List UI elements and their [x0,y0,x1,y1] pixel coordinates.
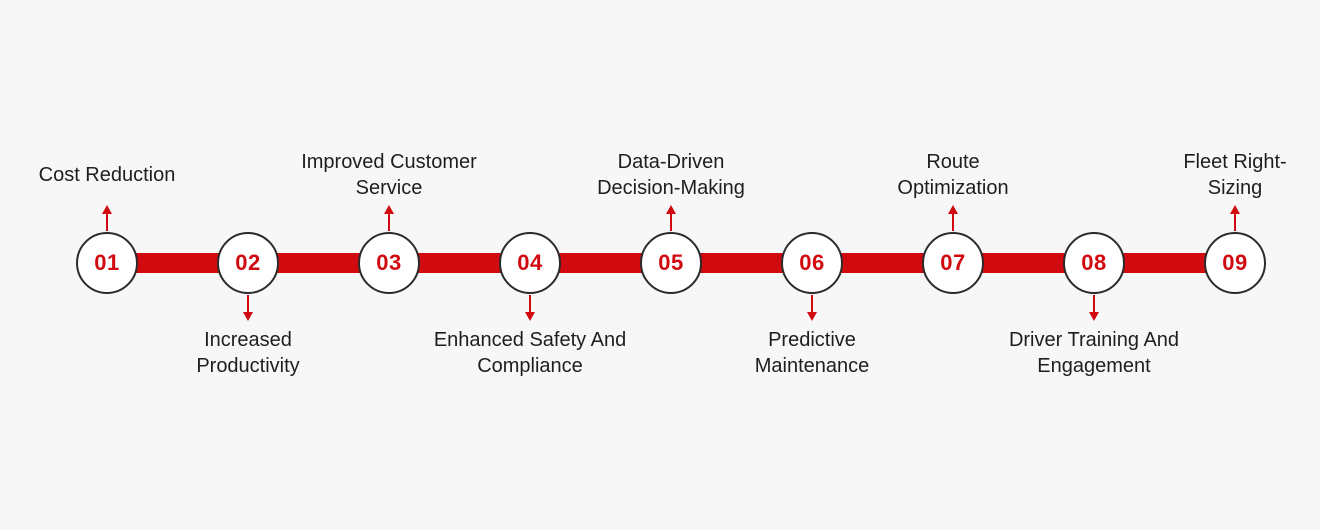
step-07-circle: 07 [922,232,984,294]
step-04-circle: 04 [499,232,561,294]
step-number: 06 [799,250,825,275]
step-number: 05 [658,250,684,275]
step-05-circle: 05 [640,232,702,294]
step-number: 02 [235,250,261,275]
step-01-label: Cost Reduction [0,162,222,188]
label-line: Sizing [1207,177,1263,199]
label-line: Compliance [477,355,583,377]
step-09-label: Fleet Right- Sizing [1120,149,1320,201]
label-line: Improved Customer [301,151,477,173]
step-04-arrow-stem [529,295,531,312]
label-line: Increased [204,329,292,351]
step-number: 01 [94,250,120,275]
label-line: Decision-Making [597,177,745,199]
label-line: Optimization [897,177,1009,199]
step-08-arrow-stem [1093,295,1095,312]
label-line: Data-Driven [617,151,725,173]
label-line: Productivity [196,355,300,377]
step-06-circle: 06 [781,232,843,294]
arrow-up-icon [948,205,958,214]
step-03-arrow-stem [388,214,390,231]
step-01-arrow-stem [106,214,108,231]
label-line: Predictive [768,329,856,351]
step-07-arrow-stem [952,214,954,231]
step-08-circle: 08 [1063,232,1125,294]
label-line: Cost Reduction [38,164,176,186]
arrow-down-icon [525,312,535,321]
step-06-arrow-stem [811,295,813,312]
label-line: Maintenance [754,355,870,377]
arrow-down-icon [1089,312,1099,321]
step-02-circle: 02 [217,232,279,294]
step-number: 07 [940,250,966,275]
label-line: Enhanced Safety And [433,329,627,351]
label-line: Engagement [1037,355,1151,377]
step-number: 08 [1081,250,1107,275]
label-line: Route [926,151,980,173]
step-number: 04 [517,250,543,275]
arrow-up-icon [666,205,676,214]
arrow-up-icon [102,205,112,214]
step-01-circle: 01 [76,232,138,294]
step-05-arrow-stem [670,214,672,231]
arrow-down-icon [243,312,253,321]
label-line: Fleet Right- [1183,151,1287,173]
arrow-up-icon [384,205,394,214]
label-line: Service [355,177,423,199]
arrow-up-icon [1230,205,1240,214]
step-number: 03 [376,250,402,275]
arrow-down-icon [807,312,817,321]
label-line: Driver Training And [1008,329,1180,351]
step-09-arrow-stem [1234,214,1236,231]
step-09-circle: 09 [1204,232,1266,294]
step-02-arrow-stem [247,295,249,312]
step-03-circle: 03 [358,232,420,294]
step-number: 09 [1222,250,1248,275]
